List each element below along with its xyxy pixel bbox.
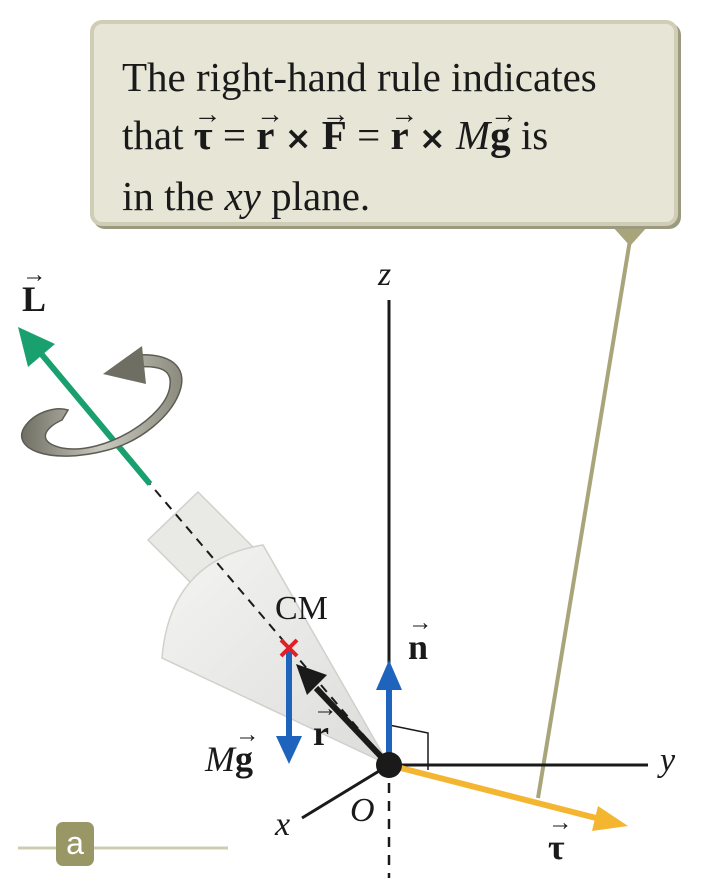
- Mg-label: M→g: [205, 720, 260, 779]
- r-symbol-2: →r: [390, 99, 419, 158]
- callout-line-3: in the xy plane.: [122, 173, 371, 219]
- n-vector-head: [376, 660, 402, 690]
- tau-vector-head: [592, 806, 628, 831]
- x-axis: [301, 763, 390, 820]
- spinning-top: [146, 490, 391, 767]
- callout-pointer-tip: [612, 226, 648, 246]
- tau-vector-shaft: [388, 762, 601, 822]
- L-vector-head: [18, 327, 55, 367]
- tau-symbol: →τ: [193, 99, 222, 158]
- callout-eq-1: =: [222, 112, 247, 158]
- top-cone: [161, 544, 391, 767]
- callout-that: that: [122, 112, 184, 158]
- callout-box: The right-hand rule indicates that →τ = …: [90, 20, 678, 226]
- symmetry-axis: [149, 483, 390, 766]
- panel-tag: a: [56, 822, 94, 866]
- xy-symbol: xy: [224, 173, 261, 219]
- r-label: →r: [313, 694, 338, 753]
- r-symbol: →r: [256, 99, 285, 158]
- cross-operator-2: ×: [418, 119, 446, 157]
- cross-icon: [279, 638, 299, 658]
- callout-eq-2: =: [357, 112, 381, 158]
- cross-operator: ×: [284, 119, 312, 157]
- curved-rotation-arrow-icon: [20, 346, 183, 457]
- right-angle-marker: [388, 724, 429, 770]
- callout-line-2: that →τ = →r × →F = →r × M→g is: [122, 99, 648, 167]
- Mg-vector-head: [276, 736, 302, 764]
- tau-label: →τ: [548, 808, 573, 867]
- r-vector-head: [296, 664, 327, 695]
- F-symbol: →F: [321, 99, 350, 158]
- y-label: y: [660, 742, 676, 779]
- origin-label: O: [350, 792, 375, 829]
- callout-pointer-line: [536, 239, 632, 799]
- r-vector-shaft: [313, 685, 392, 768]
- mass-symbol: M: [455, 112, 491, 158]
- g-symbol: →g: [490, 99, 518, 158]
- L-vector-shaft: [35, 348, 153, 486]
- x-label: x: [275, 806, 291, 843]
- origin-point: [376, 752, 402, 778]
- callout-line-1: The right-hand rule indicates: [122, 54, 597, 100]
- z-label: z: [378, 256, 392, 293]
- L-label: →L: [22, 260, 47, 319]
- n-label: →n: [408, 608, 433, 667]
- cm-label: CM: [275, 590, 328, 627]
- callout-is: is: [520, 112, 549, 158]
